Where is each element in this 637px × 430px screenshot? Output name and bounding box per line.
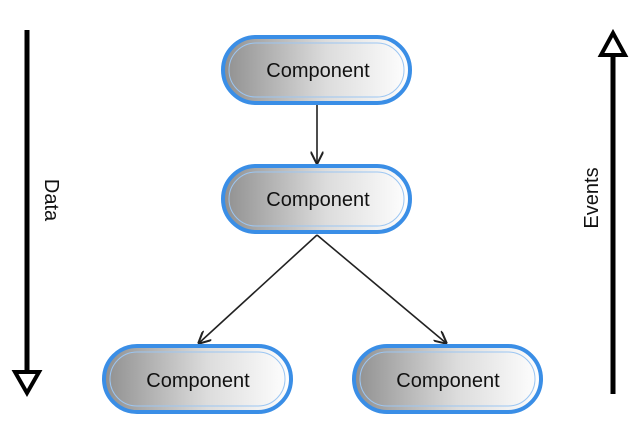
component-node-label: Component [396, 370, 500, 392]
data-arrowhead-icon [11, 370, 43, 398]
events-arrow-label: Events [581, 167, 603, 228]
edge-middle-to-right-child [316, 234, 446, 343]
data-flow-arrow [11, 30, 43, 398]
component-node-root: Component [221, 35, 412, 105]
events-flow-arrow [597, 28, 629, 394]
component-node-label: Component [266, 189, 370, 211]
component-node-right-child: Component [352, 344, 543, 414]
component-node-left-child: Component [102, 344, 293, 414]
component-node-label: Component [146, 370, 250, 392]
edge-middle-to-left-child [199, 234, 318, 343]
data-arrow-label: Data [40, 179, 62, 222]
component-node-middle: Component [221, 164, 412, 234]
events-arrowhead-icon [597, 28, 629, 57]
component-node-label: Component [266, 60, 370, 82]
